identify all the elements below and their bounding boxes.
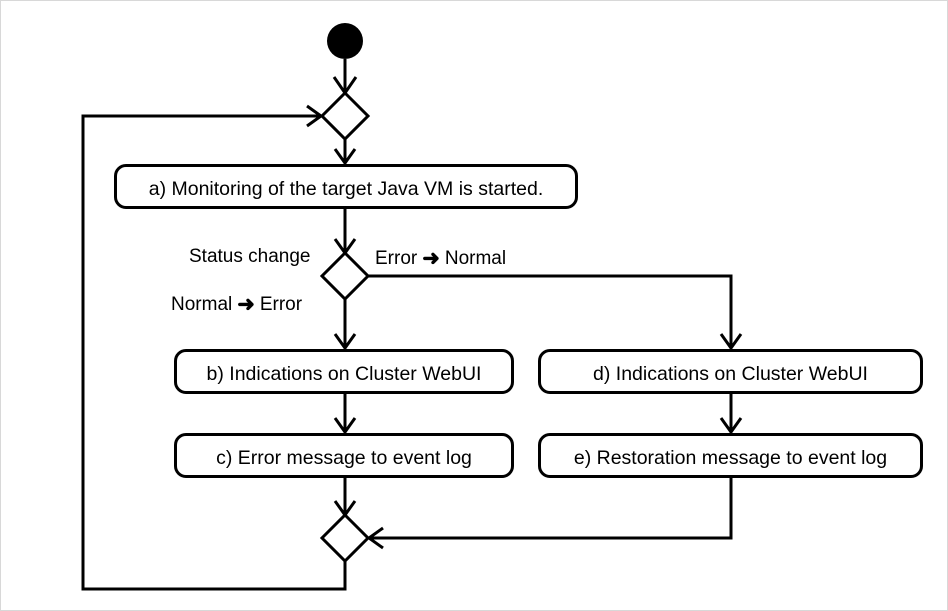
edge-action-a-to-decision: [333, 209, 357, 256]
action-error-message-event-log-label: c) Error message to event log: [216, 447, 472, 469]
edge-label-status-change: Status change: [189, 247, 310, 266]
edge-label-error-to-normal-from: Error: [375, 248, 418, 269]
merge-node-bottom: [319, 512, 371, 564]
decision-node-status-change: [319, 250, 371, 302]
edge-label-error-to-normal: Error➜Normal: [375, 247, 507, 270]
edge-action-e-to-merge-bottom: [366, 478, 733, 550]
action-error-message-event-log[interactable]: c) Error message to event log: [174, 433, 514, 478]
action-indications-cluster-webui-normal[interactable]: d) Indications on Cluster WebUI: [538, 349, 923, 394]
edge-label-error-to-normal-to: Normal: [444, 248, 507, 269]
edge-start-to-merge-top: [332, 59, 358, 96]
action-restoration-message-event-log-label: e) Restoration message to event log: [573, 447, 888, 469]
edge-action-b-to-action-c: [333, 394, 357, 435]
action-indications-cluster-webui-error[interactable]: b) Indications on Cluster WebUI: [174, 349, 514, 394]
action-restoration-message-event-log[interactable]: e) Restoration message to event log: [538, 433, 923, 478]
action-indications-cluster-webui-error-label: b) Indications on Cluster WebUI: [206, 363, 482, 385]
edge-action-c-to-merge-bottom: [333, 478, 357, 518]
edge-label-normal-to-error-to: Error: [259, 294, 303, 315]
edge-label-normal-to-error: Normal➜Error: [171, 293, 303, 316]
edge-label-status-change-text: Status change: [189, 246, 311, 267]
edge-decision-to-action-b: [333, 299, 357, 351]
merge-node-top: [319, 90, 371, 142]
initial-node: [327, 23, 363, 59]
action-monitoring-started[interactable]: a) Monitoring of the target Java VM is s…: [114, 164, 578, 209]
edge-decision-to-action-d: [368, 274, 743, 351]
edge-merge-top-to-action-a: [333, 139, 357, 166]
right-arrow-icon: ➜: [422, 247, 440, 270]
action-monitoring-started-label: a) Monitoring of the target Java VM is s…: [148, 178, 544, 200]
edge-label-normal-to-error-from: Normal: [171, 294, 233, 315]
action-indications-cluster-webui-normal-label: d) Indications on Cluster WebUI: [593, 363, 868, 385]
right-arrow-icon: ➜: [237, 293, 255, 316]
edge-action-d-to-action-e: [719, 394, 743, 435]
